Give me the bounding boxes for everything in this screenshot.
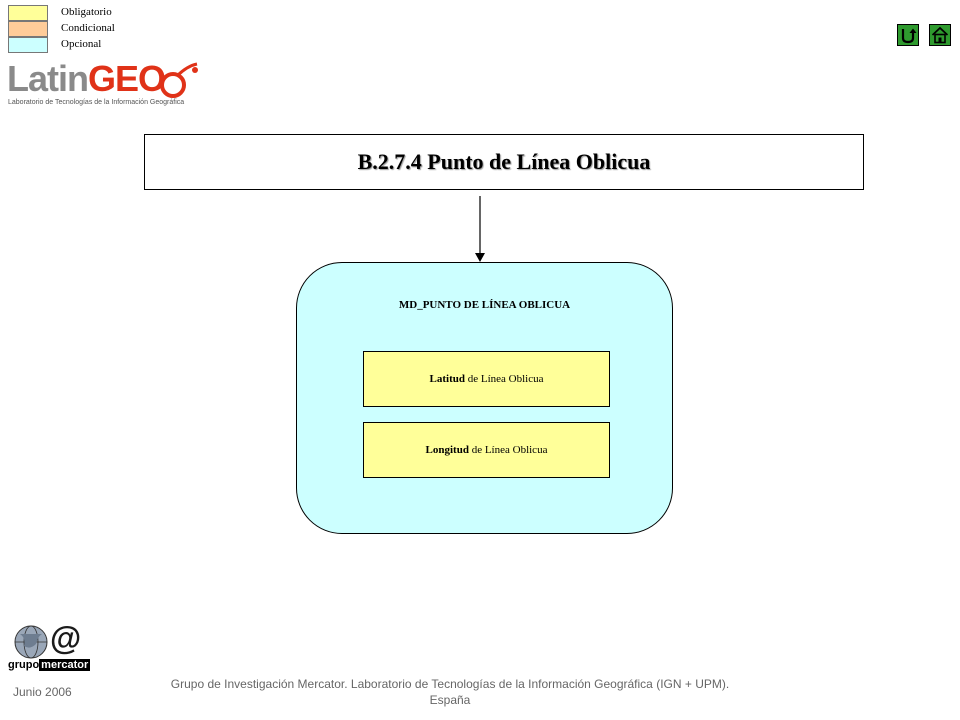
attribute-name: Longitud	[425, 444, 469, 456]
logo-wordmark: LatinGEO	[7, 58, 166, 99]
return-arrow-icon	[901, 28, 917, 44]
at-sign-icon: @	[50, 620, 82, 656]
logo-subtitle: Laboratorio de Tecnologías de la Informa…	[8, 99, 185, 106]
page-title: B.2.7.4 Punto de Línea Oblicua	[357, 149, 651, 174]
legend-swatch-condicional	[8, 21, 48, 37]
globe-icon	[14, 625, 48, 659]
home-button[interactable]	[929, 24, 951, 46]
attribute-name: Latitud	[429, 373, 465, 385]
attribute-suffix: de Línea Oblicua	[464, 373, 544, 385]
title-box: B.2.7.4 Punto de Línea Oblicua	[144, 134, 864, 190]
attribute-longitud: Longitud de Línea Oblicua	[363, 422, 610, 478]
class-name: MD_PUNTO DE LÍNEA OBLICUA	[398, 299, 571, 311]
legend-label: Obligatorio	[61, 6, 112, 18]
class-box: MD_PUNTO DE LÍNEA OBLICUA Latitud de Lín…	[296, 262, 673, 534]
connector-arrow	[475, 196, 485, 262]
legend-swatch-obligatorio	[8, 5, 48, 21]
footer-line: España	[429, 693, 471, 707]
footer-date: Junio 2006	[13, 685, 72, 699]
footer-line: Grupo de Investigación Mercator. Laborat…	[170, 677, 730, 691]
latingeo-logo: LatinGEO Laboratorio de Tecnologías de l…	[7, 58, 202, 110]
legend-label: Condicional	[61, 22, 115, 34]
legend-label: Opcional	[61, 38, 102, 50]
home-icon	[931, 26, 949, 44]
legend-swatch-opcional	[8, 37, 48, 53]
attribute-suffix: de Línea Oblicua	[468, 444, 548, 456]
back-button[interactable]	[897, 24, 919, 46]
logo-swirl-icon	[160, 62, 198, 98]
attribute-latitud: Latitud de Línea Oblicua	[363, 351, 610, 407]
footer-credits: Grupo de Investigación Mercator. Laborat…	[130, 676, 770, 708]
